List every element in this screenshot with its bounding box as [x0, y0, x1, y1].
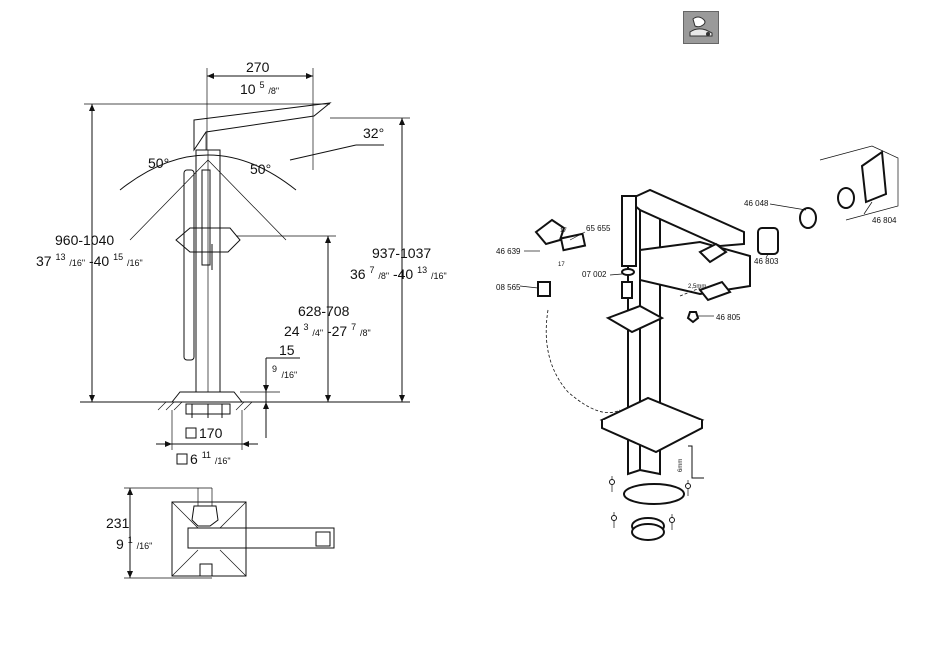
nut-17-label: 17 [560, 228, 567, 234]
plan-mixer [192, 506, 218, 526]
label-65655: 65 655 [586, 224, 611, 233]
svg-text:9 1 /16": 9 1 /16" [116, 530, 152, 552]
allen-key-6mm-label: 6mm [678, 459, 684, 472]
exploded-view: 6mm 17 2,5mm [496, 146, 898, 540]
svg-text:10 5 /8": 10 5 /8" [240, 75, 279, 97]
width-inch-den: /8" [268, 86, 279, 96]
part-46803-cartridge [758, 228, 778, 254]
base-height-mm: 15 [279, 342, 295, 358]
svg-text:24 3 /4": 24 3 /4" -27 7 /8" [284, 317, 371, 339]
angle-right-label: 50° [250, 161, 271, 177]
label-46639: 46 639 [496, 247, 521, 256]
shower-holder [202, 170, 210, 265]
svg-text:36 7 /8": 36 7 /8" -40 13 /16" [350, 260, 447, 282]
height-right-mm: 937-1037 [372, 245, 431, 261]
part-46048-ring [800, 208, 816, 228]
plan-spout [188, 528, 334, 548]
height-mid-mm: 628-708 [298, 303, 350, 319]
part-46804-cap [838, 188, 854, 208]
part-46804-handle [862, 152, 886, 202]
plan-depth-mm: 231 [106, 515, 130, 531]
label-46805: 46 805 [716, 313, 741, 322]
label-46804: 46 804 [872, 216, 897, 225]
label-46048: 46 048 [744, 199, 769, 208]
width-inch-num: 5 [259, 80, 264, 90]
width-mm-label: 270 [246, 59, 270, 75]
label-08565: 08 565 [496, 283, 521, 292]
label-46803: 46 803 [754, 257, 779, 266]
hand-shower [184, 170, 194, 360]
label-07002: 07 002 [582, 270, 607, 279]
base-square-mm: 170 [199, 425, 223, 441]
height-total-mm: 960-1040 [55, 232, 114, 248]
spout [194, 103, 330, 150]
svg-text:37 13 /16": 37 13 /16" -40 15 /16" [36, 247, 143, 269]
exploded-hand-shower [622, 196, 636, 266]
part-07002-seal [622, 269, 634, 275]
spanner-17-label: 17 [558, 262, 565, 268]
angle-left-label: 50° [148, 155, 169, 171]
exploded-floor-flange [624, 484, 684, 504]
inset-frame [820, 146, 898, 220]
angle-32-label: 32° [363, 125, 384, 141]
part-46805-screw [688, 312, 698, 322]
part-07002-valve [622, 282, 632, 298]
svg-text:9 /16": 9 /16" [272, 359, 297, 380]
base-plate [172, 392, 242, 402]
part-65655-cartridge [561, 234, 585, 250]
square-symbol [186, 428, 196, 438]
hex-key-2-5mm-label: 2,5mm [688, 284, 706, 290]
width-inch-whole: 10 [240, 81, 256, 97]
front-elevation-view: 270 10 5 /8" 32° 50° 50° 960-1040 37 [36, 59, 447, 467]
floor-hatch [158, 402, 252, 410]
allen-key-6mm [688, 446, 704, 478]
svg-text:6 11 /16": 6 11 /16" [190, 445, 231, 467]
shower-hose [546, 310, 620, 413]
part-08565-nut [538, 282, 550, 296]
plan-view: 231 9 1 /16" [106, 488, 334, 578]
